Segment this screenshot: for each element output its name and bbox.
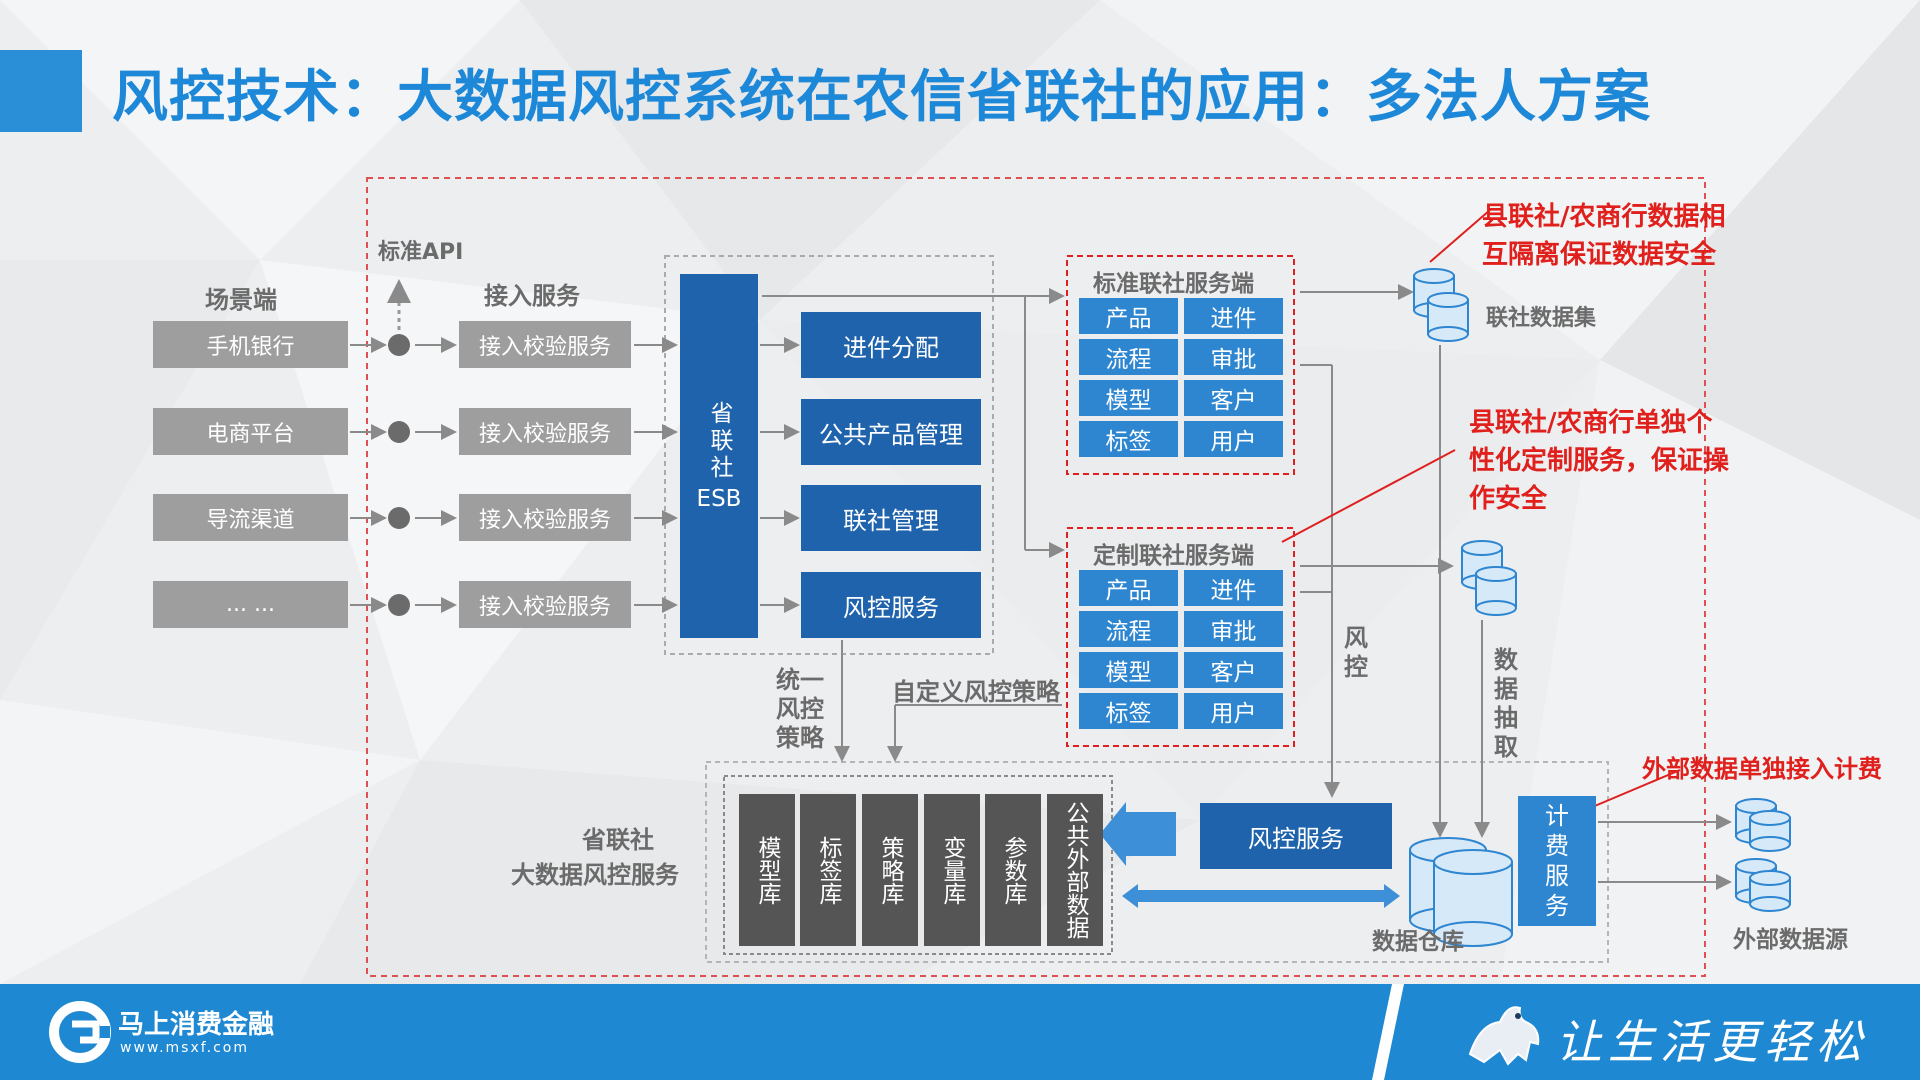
scene-item-ecommerce: 电商平台 bbox=[153, 408, 348, 455]
library-public-external-data: 公共外部数据 bbox=[1047, 794, 1103, 946]
custom-cell-product: 产品 bbox=[1079, 570, 1178, 606]
scene-item-traffic-channel: 导流渠道 bbox=[153, 494, 348, 541]
access-check-service: 接入校验服务 bbox=[459, 581, 631, 628]
esb-label: 省联社 bbox=[706, 400, 732, 482]
standard-cell-tag: 标签 bbox=[1079, 421, 1178, 457]
service-risk-control: 风控服务 bbox=[801, 572, 981, 638]
library-parameter: 参数库 bbox=[985, 794, 1041, 946]
standard-cell-user: 用户 bbox=[1184, 421, 1283, 457]
standard-cell-product: 产品 bbox=[1079, 298, 1178, 334]
access-service-label: 接入服务 bbox=[484, 282, 580, 310]
big-data-service-line1: 省联社 bbox=[582, 826, 654, 854]
page-title: 风控技术：大数据风控系统在农信省联社的应用：多法人方案 bbox=[112, 65, 1651, 130]
footer-bar bbox=[0, 984, 1920, 1080]
data-extract-label: 数据抽取 bbox=[1494, 646, 1518, 761]
big-data-service-line2: 大数据风控服务 bbox=[511, 861, 679, 889]
external-source-label: 外部数据源 bbox=[1733, 927, 1848, 953]
custom-panel-title: 定制联社服务端 bbox=[1093, 543, 1254, 569]
custom-cell-customer: 客户 bbox=[1184, 652, 1283, 688]
brand-logo-icon bbox=[54, 1006, 110, 1062]
slogan: 让生活更轻松 bbox=[1556, 1015, 1868, 1069]
billing-service: 计费服务 bbox=[1518, 796, 1596, 926]
annotation-data-isolation: 县联社/农商行数据相 互隔离保证数据安全 bbox=[1482, 202, 1726, 270]
esb-label-latin: ESB bbox=[696, 485, 742, 512]
standard-cell-application: 进件 bbox=[1184, 298, 1283, 334]
brand-url: www.msxf.com bbox=[120, 1040, 249, 1056]
library-model: 模型库 bbox=[739, 794, 795, 946]
custom-strategy-label: 自定义风控策略 bbox=[892, 678, 1060, 706]
risk-control-service-bottom: 风控服务 bbox=[1200, 803, 1392, 869]
scene-item-more: ... ... bbox=[153, 581, 348, 628]
scene-end-label: 场景端 bbox=[205, 286, 277, 314]
esb-block: 省联社 ESB bbox=[680, 274, 758, 638]
big-data-service-label: 省联社 大数据风控服务 bbox=[511, 820, 679, 890]
horse-mascot-icon bbox=[1468, 1006, 1540, 1066]
library-tag: 标签库 bbox=[800, 794, 856, 946]
brand-name: 马上消费金融 bbox=[118, 1010, 275, 1040]
data-warehouse-label: 数据仓库 bbox=[1372, 929, 1464, 955]
standard-cell-customer: 客户 bbox=[1184, 380, 1283, 416]
service-public-product-management: 公共产品管理 bbox=[801, 399, 981, 465]
risk-control-label: 风控 bbox=[1344, 624, 1368, 681]
title-accent-bar bbox=[0, 50, 82, 132]
service-union-management: 联社管理 bbox=[801, 485, 981, 551]
unified-strategy-label: 统一风控策略 bbox=[776, 666, 824, 752]
standard-panel-title: 标准联社服务端 bbox=[1093, 271, 1254, 297]
access-check-service: 接入校验服务 bbox=[459, 321, 631, 368]
service-application-dispatch: 进件分配 bbox=[801, 312, 981, 378]
standard-cell-process: 流程 bbox=[1079, 339, 1178, 375]
access-check-service: 接入校验服务 bbox=[459, 494, 631, 541]
access-check-service: 接入校验服务 bbox=[459, 408, 631, 455]
custom-cell-tag: 标签 bbox=[1079, 693, 1178, 729]
annotation-custom-service: 县联社/农商行单独个 性化定制服务，保证操 作安全 bbox=[1469, 408, 1730, 514]
custom-cell-process: 流程 bbox=[1079, 611, 1178, 647]
footer-decor bbox=[49, 984, 1404, 1080]
scene-item-mobile-banking: 手机银行 bbox=[153, 321, 348, 368]
library-variable: 变量库 bbox=[924, 794, 980, 946]
library-strategy: 策略库 bbox=[862, 794, 918, 946]
union-dataset-label: 联社数据集 bbox=[1486, 306, 1597, 331]
standard-cell-approval: 审批 bbox=[1184, 339, 1283, 375]
standard-api-label: 标准API bbox=[378, 240, 464, 265]
custom-cell-model: 模型 bbox=[1079, 652, 1178, 688]
custom-cell-approval: 审批 bbox=[1184, 611, 1283, 647]
annotation-external-billing: 外部数据单独接入计费 bbox=[1642, 755, 1882, 783]
standard-cell-model: 模型 bbox=[1079, 380, 1178, 416]
custom-cell-application: 进件 bbox=[1184, 570, 1283, 606]
custom-cell-user: 用户 bbox=[1184, 693, 1283, 729]
